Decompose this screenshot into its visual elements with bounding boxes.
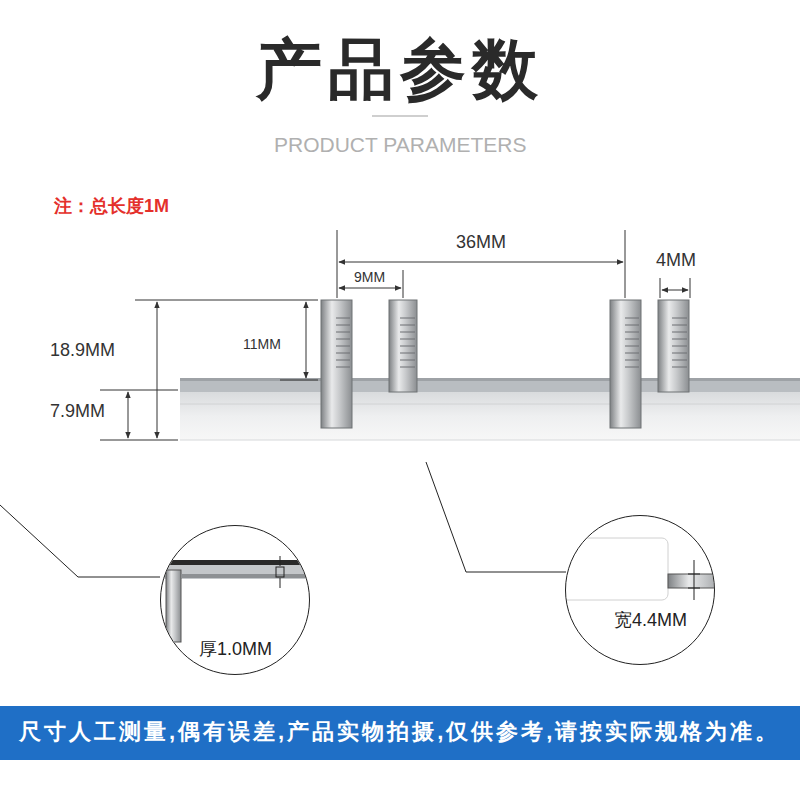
dimension-lines: [128, 392, 129, 438]
leader-lines: [0, 505, 160, 577]
dimension-lines: [280, 380, 318, 381]
detail-thickness: [310, 570, 325, 642]
detail-thickness: [280, 578, 281, 588]
detail-circle: 厚1.0MM: [160, 525, 310, 675]
busbar-pins: [336, 346, 350, 347]
busbar-pins: [672, 325, 687, 326]
dimension-lines: [157, 302, 158, 438]
detail-width: [668, 574, 728, 588]
dimension-lines: [100, 390, 178, 391]
detail-width: [688, 588, 700, 589]
dimension-lines: [660, 278, 661, 298]
title-rule: [372, 115, 428, 117]
dimension-label: 18.9MM: [48, 340, 117, 362]
busbar-pins: [400, 332, 415, 333]
busbar-pins: [400, 360, 415, 361]
detail-width: [694, 560, 695, 600]
busbar-rail: [180, 404, 800, 405]
notice-banner: 尺寸人工测量,偶有误差,产品实物拍摄,仅供参考,请按实际规格为准。: [0, 706, 800, 760]
busbar-pins: [625, 339, 639, 340]
detail-width: [560, 538, 728, 600]
page-title: 产品参数: [256, 30, 544, 109]
busbar-pins: [672, 353, 687, 354]
leader-lines: [0, 462, 566, 577]
busbar-rail: [180, 440, 800, 441]
note-text: 注：总长度1M: [52, 196, 171, 218]
busbar-pins: [625, 318, 639, 319]
subtitle: PRODUCT PARAMETERS: [272, 132, 528, 157]
dimension-label: 36MM: [454, 232, 508, 254]
dimension-label: 7.9MM: [48, 401, 107, 423]
busbar-rail: [180, 392, 800, 440]
detail-label: 厚1.0MM: [196, 639, 275, 661]
busbar-pins: [400, 367, 415, 368]
busbar-pins: [400, 346, 415, 347]
dimension-lines: [100, 230, 690, 440]
detail-circle: 宽4.4MM: [565, 515, 715, 665]
busbar-pins: [625, 346, 639, 347]
busbar-pins: [389, 300, 417, 392]
busbar-pins: [336, 353, 350, 354]
busbar-pins: [672, 367, 687, 368]
detail-width: [560, 538, 668, 600]
busbar-pins: [400, 353, 415, 354]
busbar-pins: [336, 339, 350, 340]
busbar-pins: [336, 332, 350, 333]
detail-thickness: [150, 560, 330, 565]
busbar-pins: [658, 300, 689, 392]
detail-thickness: [276, 567, 284, 577]
busbar-pins: [321, 300, 689, 428]
busbar-pins: [625, 332, 639, 333]
dimension-lines: [339, 288, 401, 289]
dimension-lines: [403, 270, 404, 298]
busbar-pins: [625, 325, 639, 326]
busbar-pins: [336, 367, 350, 368]
detail-width: [688, 574, 700, 575]
dimension-lines: [662, 290, 688, 291]
busbar-pins: [672, 346, 687, 347]
dimension-lines: [100, 440, 178, 441]
dimension-lines: [690, 278, 691, 298]
busbar-pins: [672, 339, 687, 340]
detail-label: 宽4.4MM: [611, 610, 690, 632]
dimension-lines: [306, 302, 307, 378]
dimension-label: 11MM: [241, 336, 283, 353]
busbar-pins: [672, 360, 687, 361]
title-rule: [372, 116, 428, 117]
detail-thickness: [280, 556, 281, 566]
busbar-pins: [336, 325, 350, 326]
detail-thickness: [181, 574, 310, 578]
busbar-pins: [400, 325, 415, 326]
busbar-pins: [336, 360, 350, 361]
busbar-rail: [180, 378, 800, 440]
busbar-rail: [180, 378, 800, 392]
busbar-pins: [672, 318, 687, 319]
notice-text: 尺寸人工测量,偶有误差,产品实物拍摄,仅供参考,请按实际规格为准。: [16, 719, 783, 745]
detail-thickness: [166, 570, 181, 642]
busbar-pins: [336, 318, 350, 319]
dimension-lines: [339, 262, 623, 263]
busbar-rail: [180, 378, 800, 381]
dimension-label: 9MM: [352, 269, 387, 286]
busbar-pins: [625, 353, 639, 354]
dimension-lines: [625, 230, 626, 298]
dimension-label: 4MM: [654, 250, 698, 272]
busbar-pins: [400, 339, 415, 340]
busbar-pins: [625, 367, 639, 368]
detail-thickness: [150, 556, 330, 642]
busbar-pins: [336, 318, 687, 367]
dimension-lines: [135, 300, 318, 301]
busbar-pins: [610, 300, 641, 428]
busbar-pins: [672, 332, 687, 333]
busbar-pins: [321, 300, 352, 428]
dimension-lines: [337, 230, 338, 298]
leader-lines: [426, 462, 566, 572]
busbar-pins: [400, 318, 415, 319]
busbar-pins: [625, 360, 639, 361]
